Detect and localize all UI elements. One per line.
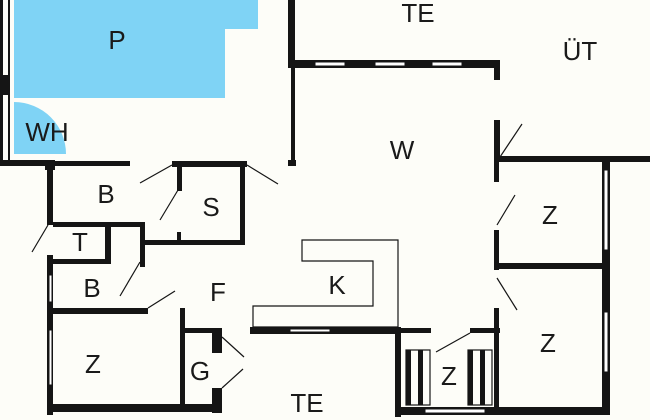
room-label-room-right-2: Z [540, 328, 556, 358]
room-label-room-bunk: Z [441, 361, 457, 391]
room-label-covered-terrace: ÜT [563, 36, 598, 66]
room-label-bath-2: B [83, 273, 100, 303]
door-swings [31, 123, 523, 389]
room-label-room-right-1: Z [542, 200, 558, 230]
pool-area [14, 0, 258, 98]
whirlpool-area [14, 102, 66, 154]
room-label-terrace-top: TE [401, 0, 434, 28]
kitchen-counter [252, 239, 399, 328]
room-label-pool: P [108, 25, 125, 55]
room-label-whirlpool: WH [25, 117, 68, 147]
room-label-hall: F [210, 277, 226, 307]
room-label-room-left: Z [85, 349, 101, 379]
room-label-garage: G [190, 356, 210, 386]
room-label-bath-1: B [97, 179, 114, 209]
room-label-living: W [390, 135, 415, 165]
room-label-toilet: T [72, 227, 88, 257]
room-label-sauna: S [202, 192, 219, 222]
room-label-terrace-bottom: TE [290, 388, 323, 418]
room-label-kitchen: K [328, 270, 346, 300]
